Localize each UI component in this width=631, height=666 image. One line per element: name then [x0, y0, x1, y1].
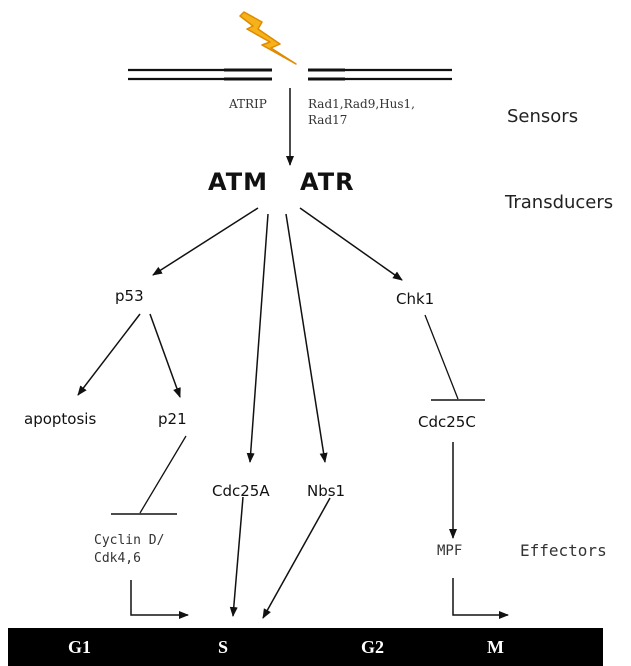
label-atm: ATM: [208, 168, 268, 196]
node-apoptosis: apoptosis: [24, 410, 97, 428]
label-transducers: Transducers: [505, 192, 614, 213]
phase-g2: G2: [361, 637, 385, 657]
node-cdc25a: Cdc25A: [212, 482, 270, 500]
label-sensors: Sensors: [507, 106, 579, 127]
node-cdc25c: Cdc25C: [418, 413, 476, 431]
label-effectors: Effectors: [520, 541, 607, 560]
phase-s: S: [218, 637, 229, 657]
arrow-p53-to-p21: [149, 313, 181, 398]
node-chk1: Chk1: [396, 290, 435, 308]
arrow-atr-to-nbs1: [285, 213, 328, 463]
label-rad-line1: Rad1,Rad9,Hus1,: [308, 97, 415, 111]
label-atr: ATR: [300, 168, 355, 196]
label-rad-proteins: Rad1,Rad9,Hus1, Rad17: [308, 96, 415, 128]
dna-strand-right: [308, 68, 452, 81]
phase-m: M: [487, 637, 504, 657]
inhibit-chk1-line: [424, 314, 459, 400]
lightning-icon: [239, 11, 297, 65]
arrow-atm-to-p53: [152, 207, 259, 276]
arrow-atr-to-chk1: [299, 207, 403, 281]
arrow-cyclin-to-g1s: [130, 580, 189, 619]
inhibit-p21-line: [139, 435, 187, 514]
cell-cycle-phase-bar: [8, 628, 603, 666]
label-cyclin-line1: Cyclin D/: [94, 533, 165, 548]
node-nbs1: Nbs1: [307, 482, 346, 500]
node-p21: p21: [158, 410, 187, 428]
label-atrip: ATRIP: [229, 97, 267, 111]
label-cyclin-line2: Cdk4,6: [94, 551, 141, 566]
arrow-cdc25a-to-s: [229, 496, 244, 617]
dna-strand-left: [128, 68, 272, 81]
node-mpf: MPF: [437, 543, 463, 559]
phase-g1: G1: [68, 637, 92, 657]
arrow-p53-to-apoptosis: [77, 313, 141, 396]
arrow-atm-to-cdc25a: [246, 213, 269, 463]
arrow-nbs1-to-s: [262, 497, 331, 619]
arrow-mpf-to-g2m: [452, 578, 509, 619]
node-p53: p53: [115, 287, 144, 305]
label-rad-line2: Rad17: [308, 113, 348, 127]
node-cyclin-d-cdk46: Cyclin D/ Cdk4,6: [94, 532, 164, 568]
